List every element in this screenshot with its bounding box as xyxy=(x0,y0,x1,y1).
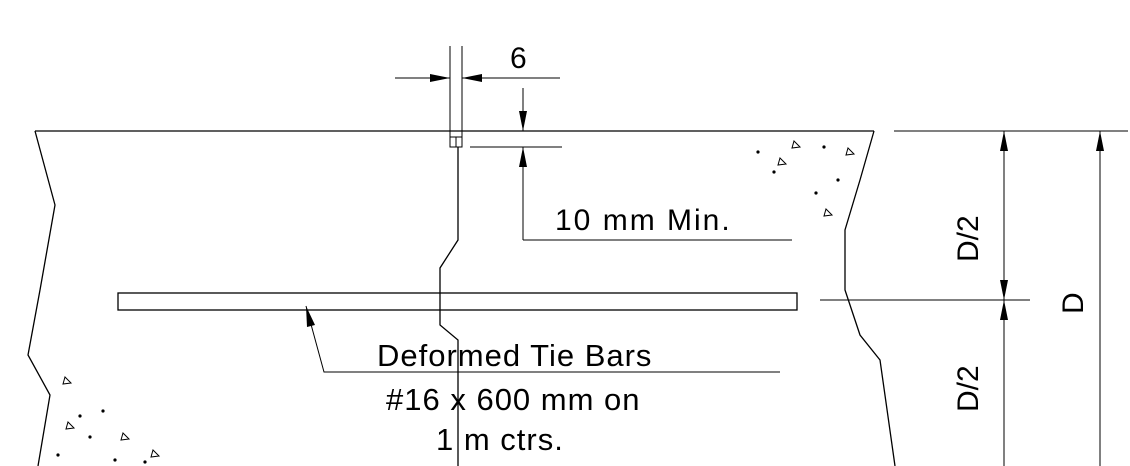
half-depth-upper-label: D/2 xyxy=(952,215,985,262)
sawcut-groove xyxy=(449,136,463,148)
slab-outline xyxy=(27,130,896,466)
depth-min-dimension xyxy=(470,88,792,241)
tie-bar-label-line1: Deformed Tie Bars xyxy=(377,338,652,373)
depth-dimensions xyxy=(820,130,1128,466)
half-depth-lower-label: D/2 xyxy=(952,365,985,412)
depth-min-label: 10 mm Min. xyxy=(555,204,732,237)
full-depth-label: D xyxy=(1057,292,1090,314)
tie-bar-label-line2: #16 x 600 mm on xyxy=(386,382,641,417)
tie-bar xyxy=(117,292,798,311)
aggregate-symbols xyxy=(56,140,856,464)
tie-bar-label-line3: 1 m ctrs. xyxy=(436,422,564,457)
joint-crack-line xyxy=(439,147,459,466)
width-dimension-label: 6 xyxy=(510,42,527,75)
width-dimension xyxy=(395,46,560,137)
tie-bar-leader xyxy=(305,305,780,373)
